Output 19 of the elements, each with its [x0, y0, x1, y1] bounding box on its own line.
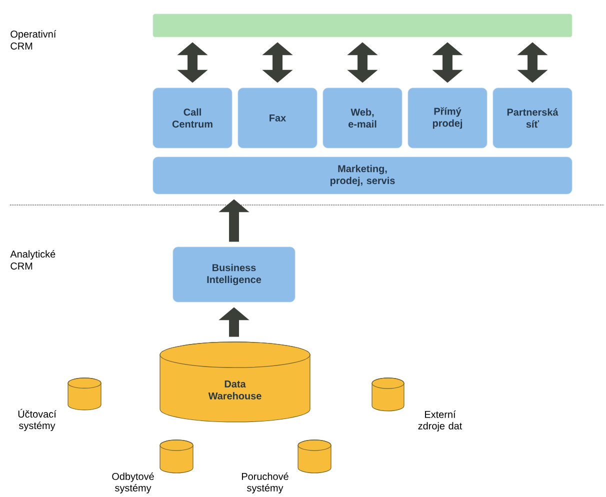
section-label: Analytické CRM: [10, 250, 56, 270]
database-cylinder: [298, 440, 332, 474]
node-caption: Externí zdroje dat: [418, 410, 462, 432]
node-caption: Účtovací systémy: [18, 408, 56, 432]
process-box: Call Centrum: [152, 88, 232, 148]
process-box: Marketing, prodej, servis: [152, 156, 572, 194]
node-caption: Odbytové systémy: [112, 472, 154, 494]
process-box: Web, e-mail: [322, 88, 402, 148]
section-label: Operativní CRM: [10, 30, 56, 50]
node-caption: Poruchové systémy: [242, 472, 288, 494]
database-cylinder: [68, 378, 102, 410]
process-box: Business Intelligence: [172, 246, 296, 302]
database-cylinder: [160, 440, 194, 474]
process-box: Fax: [238, 88, 318, 148]
channel-band: [152, 14, 572, 38]
process-box: Přímý prodej: [408, 88, 488, 148]
database-cylinder: Data Warehouse: [160, 342, 310, 422]
process-box: Partnerská síť: [492, 88, 572, 148]
database-cylinder: [372, 378, 404, 412]
